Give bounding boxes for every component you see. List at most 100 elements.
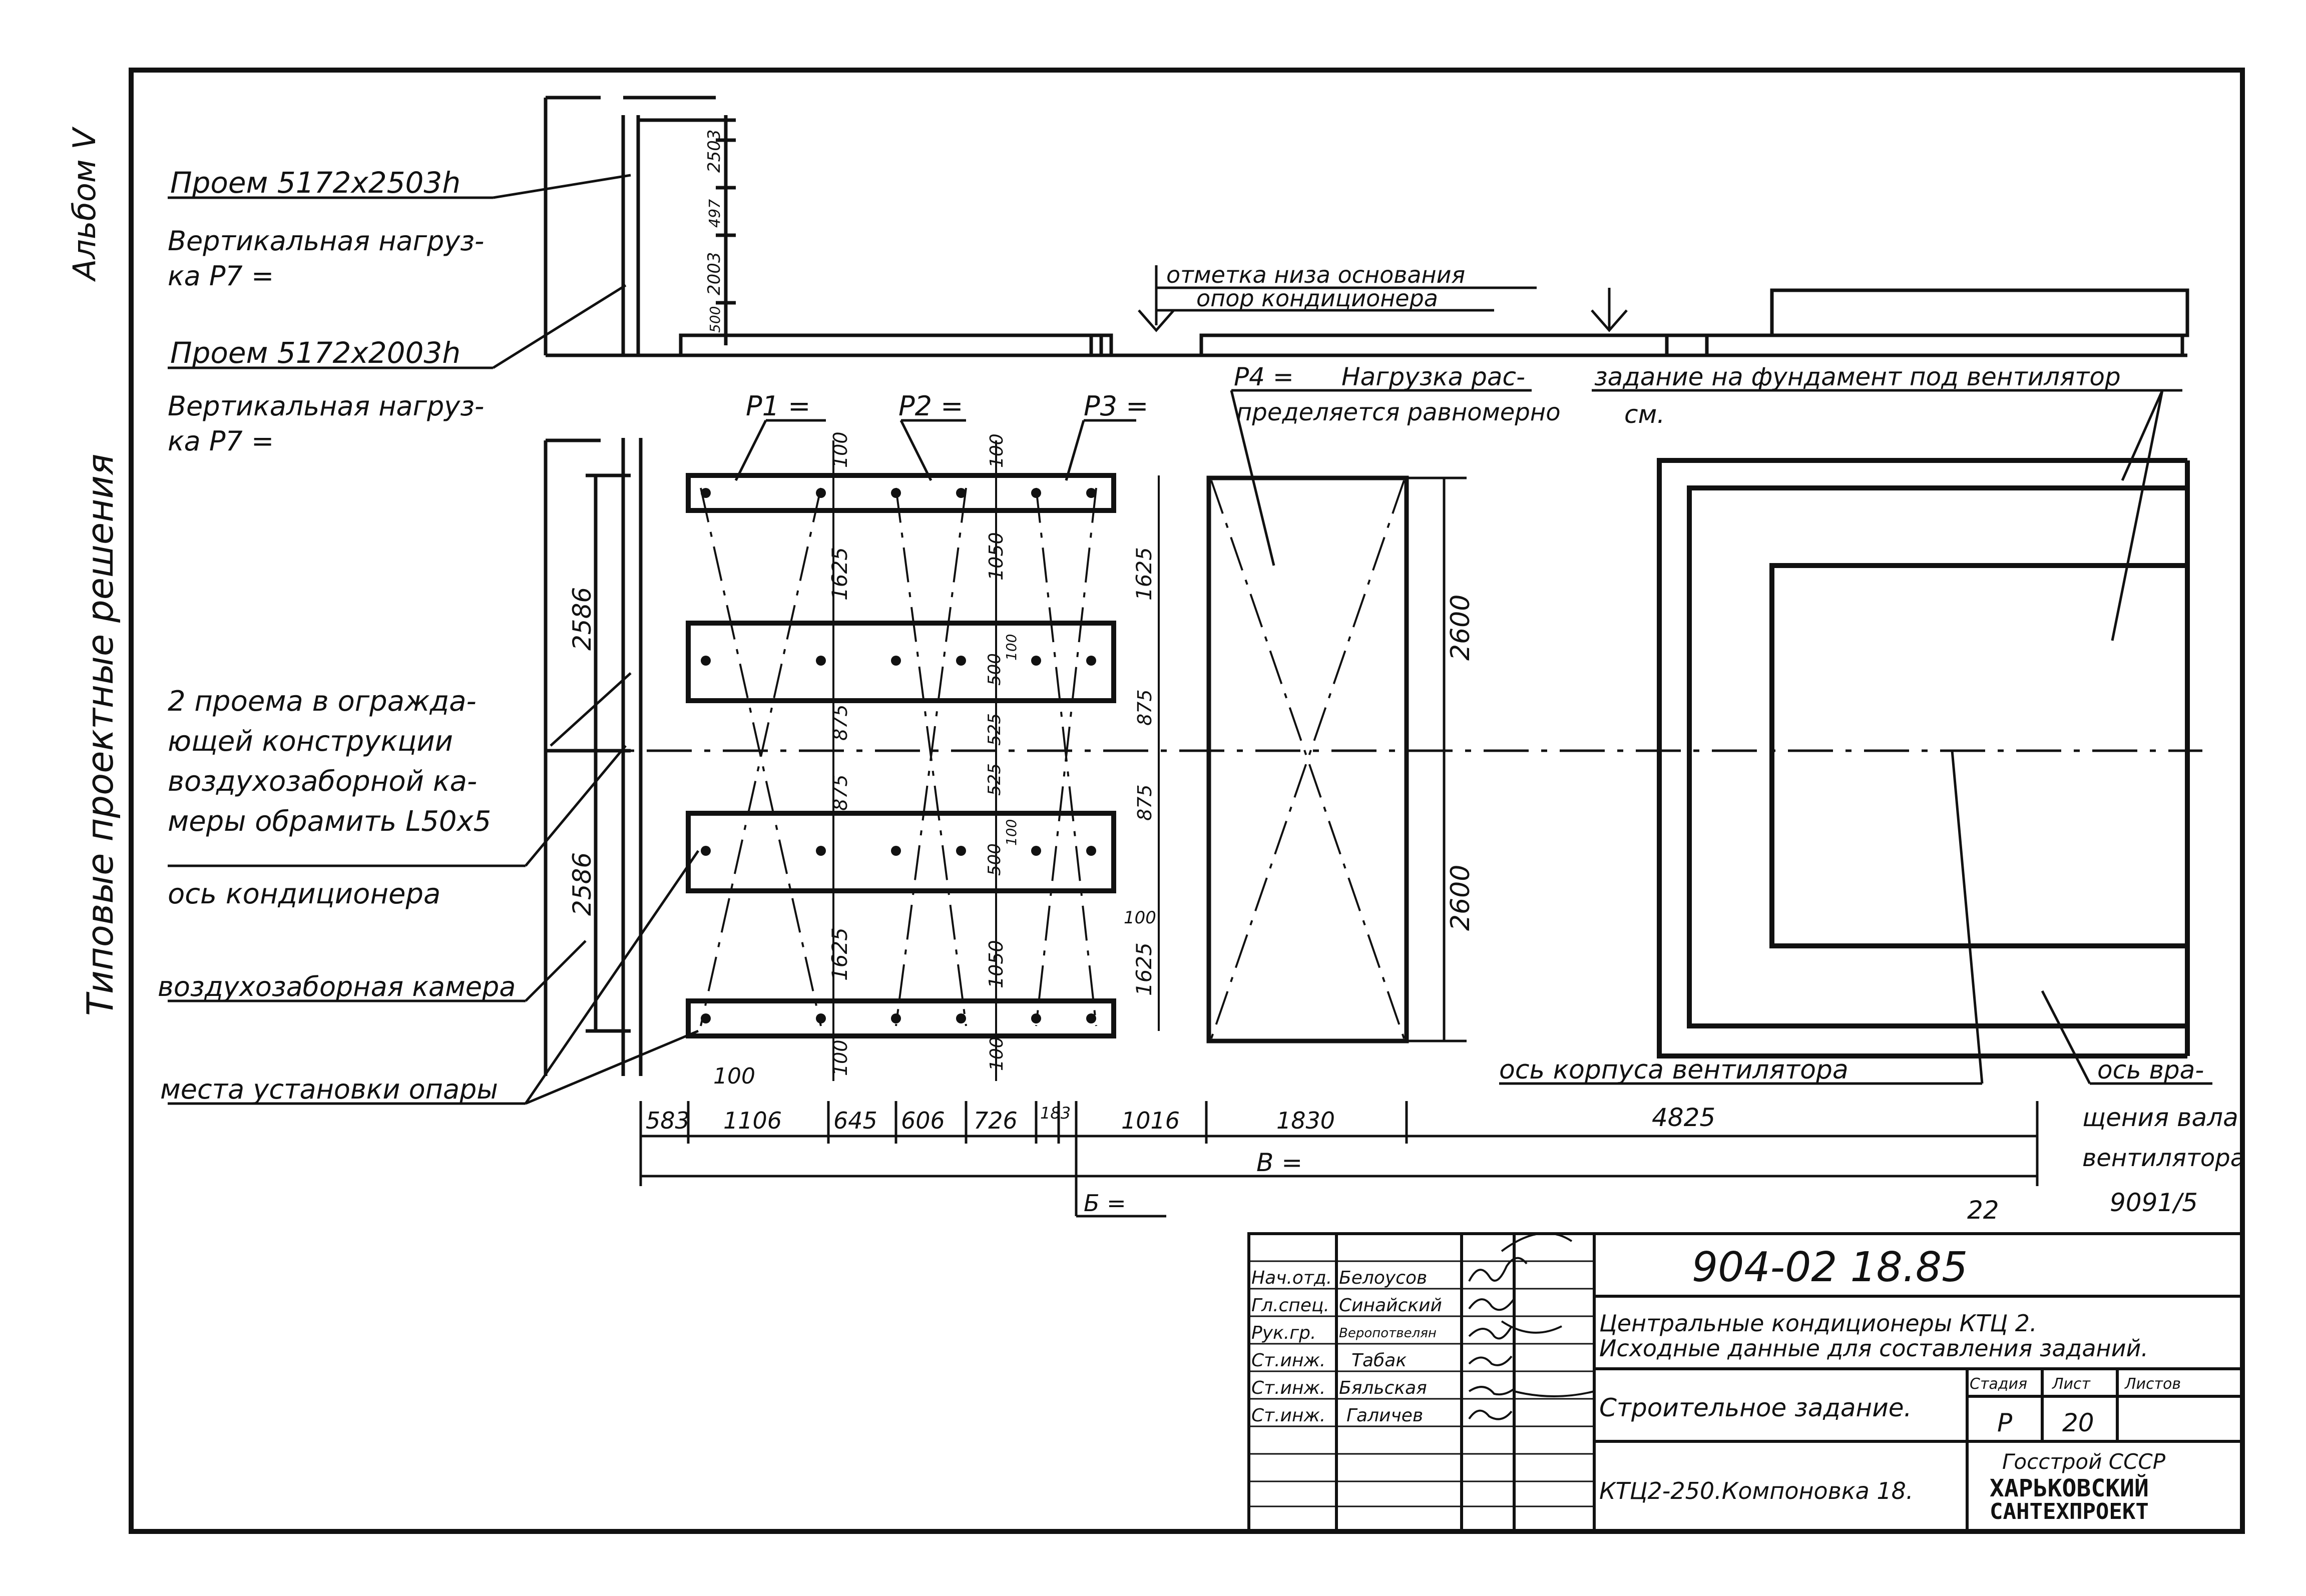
dim-2003: 2003 [704,252,724,295]
top-dims: 2503 497 2003 500 [704,129,724,333]
support-points [701,488,1096,1023]
support-rails [686,473,1116,1038]
album-label: Альбом V [66,126,103,282]
staff-row: Нач.отд. Белоусов [1251,1268,1427,1288]
base-mark-text-1: отметка низа основания [1166,261,1465,288]
dim-100-horizontal: 100 [713,1063,755,1089]
doc-number: 904-02 18.85 [1692,1244,1968,1291]
col-stage-header: Стадия [1970,1375,2027,1393]
bottom-dim-1830: 1830 [1276,1107,1335,1134]
fan-task-label: задание на фундамент под вентилятор [1594,362,2121,391]
col1-dim-100-bottom: 100 [829,1039,851,1076]
staff-role: Нач.отд. [1251,1268,1332,1288]
support-place-label: места установки опары [160,1074,498,1105]
frame-label-1: 2 проема в огражда- [168,685,477,718]
col1-dim-875-lower: 875 [829,774,851,811]
vload-1b-label: ка P7 = [168,260,274,292]
dim-2600-upper: 2600 [1446,595,1476,661]
vload-2a-label: Вертикальная нагруз- [168,390,484,422]
bottom-dim-183: 183 [1040,1104,1071,1123]
fan-task-see-label: см. [1624,400,1665,429]
staff-name: Синайский [1339,1295,1442,1316]
col3-dim-1625-upper: 1625 [1132,547,1156,601]
staff-name: Веропотвелян [1339,1326,1437,1341]
number-22: 22 [1967,1196,1999,1225]
series-label: Типовые проектные решения [79,454,121,1016]
base-mark-text-2: опор кондиционера [1196,285,1438,312]
staff-role: Ст.инж. [1251,1405,1325,1426]
dim-500: 500 [707,306,723,333]
col1-dim-100-top: 100 [829,431,851,468]
load-p2-label: P2 = [898,390,963,422]
vload-1a-label: Вертикальная нагруз- [168,225,484,257]
base-mark [1138,265,1628,332]
frame-label-3: воздухозаборной ка- [168,765,477,798]
left-leaders [168,174,700,1105]
bottom-dim-1106: 1106 [723,1107,782,1134]
staff-role: Гл.спец. [1251,1295,1329,1316]
col3-dim-1625-lower: 1625 [1132,942,1156,996]
col3-dim-875-upper: 875 [1134,689,1156,726]
panel-diagonals [1210,480,1405,1039]
sheet-frame [129,68,2245,1534]
dim-2600-lower: 2600 [1446,865,1476,931]
col2-dim-1050-a: 1050 [985,532,1007,581]
staff-name: Белоусов [1339,1268,1427,1288]
col2-dims: 100 1050 500 100 525 525 100 500 1050 10… [985,433,1020,1071]
intake-chamber-label: воздухозаборная камера [158,971,516,1002]
load-p3-label: P3 = [1084,390,1148,422]
uniform-label-1: Нагрузка рас- [1341,362,1525,391]
load-leaders [734,419,1136,481]
uniform-load-panel [1206,475,1409,1043]
staff-role: Рук.гр. [1251,1323,1316,1343]
staff-name: Табак [1351,1350,1407,1371]
staff-row: Ст.инж. Бяльская [1251,1378,1427,1398]
org-line-1: Госстрой СССР [2002,1449,2166,1474]
title-block-rows [1249,1260,1594,1507]
dim-2586-lower: 2586 [568,852,597,916]
opening-1-label: Проем 5172x2503h [170,166,460,200]
frame-label-2: ющей конструкции [168,725,453,758]
col2-dim-100-d: 100 [987,1036,1007,1071]
signatures [1468,1232,1595,1420]
col2-dim-100-a: 100 [987,433,1007,468]
width-b-label: B = [1256,1148,1302,1177]
col1-dim-1625-lower: 1625 [827,927,852,981]
shaft-label-3: вентилятора [2082,1144,2245,1172]
org-line-3: САНТЕХПРОЕКТ [1990,1499,2149,1524]
sheet-value: 20 [2062,1408,2094,1437]
staff-role: Ст.инж. [1251,1350,1325,1371]
staff-name: Бяльская [1339,1378,1427,1398]
load-p4-label: P4 = [1234,362,1294,391]
top-elevation [544,96,2189,357]
staff-table: Нач.отд. Белоусов Гл.спец. Синайский Рук… [1251,1268,1442,1426]
sheet-name: Строительное задание. [1599,1393,1912,1422]
shaft-label-2: щения вала [2082,1103,2238,1132]
col1-dim-875-upper: 875 [829,704,851,741]
col2-dim-100-b: 100 [1003,634,1020,661]
staff-row: Ст.инж. Галичев [1251,1405,1423,1426]
width-b2-label: Б = [1084,1190,1126,1217]
fan-axis-label: ось корпуса вентилятора [1499,1055,1849,1085]
stage-value: Р [1997,1408,2013,1437]
fan-leaders [1499,389,2212,1085]
panel-leaders [1230,389,1532,1042]
bottom-dim-583: 583 [646,1107,690,1134]
col1-dims: 100 1625 875 875 1625 100 [827,431,852,1076]
bottom-dim-606: 606 [901,1107,945,1134]
column-dim-lines [832,440,1160,1081]
shaft-label-4: 9091/5 [2110,1188,2198,1217]
col2-dim-525-a: 525 [985,713,1005,746]
axis-conditioner-label: ось кондиционера [168,878,440,910]
support-diagonals [700,487,1097,1026]
staff-row: Рук.гр. Веропотвелян [1251,1323,1437,1343]
title-line-1: Центральные кондиционеры КТЦ 2. [1599,1310,2037,1337]
frame-label-4: меры обрамить L50x5 [168,805,491,838]
dim-497: 497 [706,199,724,228]
col1-dim-1625-upper: 1625 [827,547,852,601]
opening-2-label: Проем 5172x2003h [170,336,460,370]
bottom-dim-4825: 4825 [1652,1103,1715,1132]
staff-role: Ст.инж. [1251,1378,1325,1398]
vload-2b-label: ка P7 = [168,425,274,457]
